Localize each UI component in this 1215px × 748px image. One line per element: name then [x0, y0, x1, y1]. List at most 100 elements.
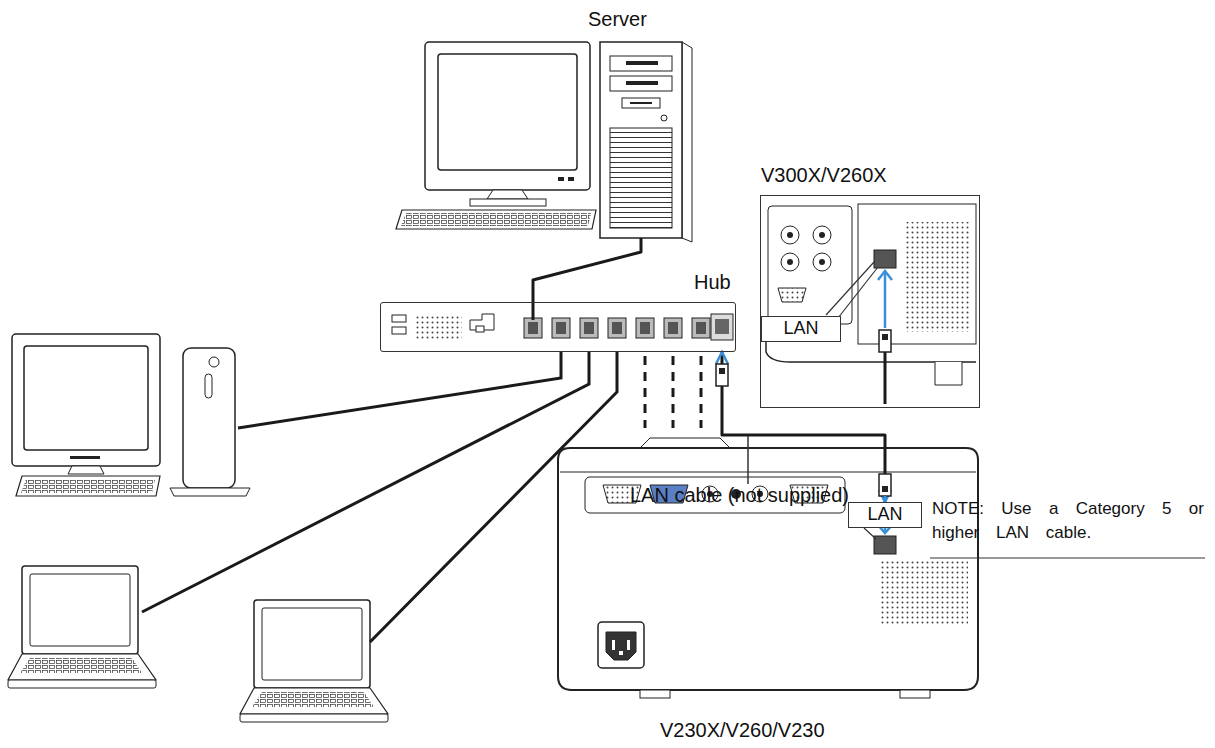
- projector-rear: [864, 528, 876, 539]
- lan-plug: [882, 486, 888, 492]
- desktop-pc: [68, 466, 104, 474]
- projector-rear-closeup: [781, 226, 799, 244]
- hub-port: [636, 318, 654, 338]
- server-tower: [626, 81, 658, 85]
- laptop: [262, 608, 362, 680]
- projector-rear-closeup: [826, 262, 874, 315]
- server-monitor: [401, 213, 591, 226]
- device-label: Server: [588, 6, 647, 32]
- hub-panel: [392, 315, 406, 322]
- hub-port: [556, 322, 566, 334]
- hub-port: [612, 322, 622, 334]
- hub-port: [664, 318, 682, 338]
- desktop-pc: [209, 357, 219, 367]
- ethernet-cable: [238, 340, 561, 428]
- server-monitor: [438, 54, 577, 170]
- ethernet-cable: [142, 340, 589, 612]
- note-rule: [930, 558, 1205, 559]
- hub-port: [668, 322, 678, 334]
- hub-panel: [476, 326, 484, 332]
- lan-plug-closeup: [878, 271, 892, 404]
- port-callout: LAN: [761, 316, 841, 342]
- network-cable: [722, 352, 885, 502]
- server-monitor: [568, 177, 574, 181]
- desktop-pc: [70, 456, 100, 459]
- laptop: [252, 692, 374, 707]
- lan-plug: [716, 364, 728, 386]
- projector-rear-closeup: [819, 232, 825, 238]
- laptop: [8, 566, 156, 688]
- projector-rear: [560, 472, 976, 473]
- server-monitor: [396, 42, 596, 229]
- projector-rear-closeup: [766, 330, 976, 362]
- hub-panel: [380, 302, 736, 352]
- hub-box: Hub: [380, 302, 736, 352]
- server-node: Server: [598, 40, 684, 238]
- projector-rear: [752, 486, 768, 502]
- projector-rear: [707, 491, 713, 497]
- hub-port: [552, 318, 570, 338]
- projector-rear: [757, 491, 763, 497]
- server-tower: [630, 102, 652, 104]
- projector-rear-closeup: [787, 232, 793, 238]
- port-callout: LAN: [848, 502, 922, 528]
- projector-rear-closeup: [813, 226, 831, 244]
- projector-rear: [874, 536, 896, 554]
- projector-rear-closeup: [813, 253, 831, 271]
- leader-line: [748, 436, 749, 484]
- server-tower: [610, 76, 672, 91]
- connector-group: [533, 238, 885, 502]
- projector-rear-closeup: [766, 204, 976, 385]
- projector-rear: [640, 690, 670, 698]
- ethernet-cable: [700, 340, 703, 428]
- projector-rear-closeup: [787, 259, 793, 265]
- ethernet-cable: [672, 340, 675, 428]
- laptop: [254, 600, 370, 688]
- projector-rear: [880, 560, 968, 624]
- server-tower: [610, 56, 672, 71]
- projector-rear-closeup: [874, 250, 896, 268]
- hub-port: [580, 318, 598, 338]
- projector-rear-closeup: [858, 204, 976, 344]
- laptop: [240, 688, 388, 714]
- server-tower: [626, 61, 658, 65]
- server-tower: [661, 115, 667, 121]
- projector-rear: [585, 477, 845, 513]
- projector-rear: [627, 640, 630, 650]
- lan-plug: [879, 474, 891, 496]
- projector-rear: [603, 485, 641, 503]
- cable-label: LAN cable (not supplied): [630, 484, 849, 507]
- laptop: [8, 654, 156, 680]
- server-tower: [600, 42, 682, 238]
- hub-panel: [392, 327, 406, 334]
- projector-rear-closeup: [819, 259, 825, 265]
- desktop-pc: [16, 476, 160, 496]
- desktop-pc: [205, 374, 212, 398]
- projector-rear-closeup: [935, 362, 962, 385]
- desktop-pc: [12, 334, 160, 466]
- lan-plug-closeup: [884, 352, 887, 404]
- device-label: V300X/V260X: [761, 162, 887, 188]
- lan-plug-closeup: [882, 334, 888, 340]
- projector-rear-closeup: [778, 288, 806, 302]
- lan-plug: [719, 368, 725, 374]
- note-rule: [930, 558, 1205, 559]
- laptop: [22, 566, 138, 654]
- hub-port: [584, 322, 594, 334]
- projector-rear: [640, 438, 730, 448]
- hub-port: [640, 322, 650, 334]
- lan-plug-closeup: [884, 272, 887, 328]
- server-monitor: [470, 199, 546, 206]
- network-cable: [533, 238, 641, 302]
- hub-port: [528, 322, 538, 334]
- desktop-pc: [183, 348, 235, 488]
- server-monitor: [558, 177, 564, 181]
- projector-rear: [702, 486, 718, 502]
- lan-plug: [878, 525, 892, 533]
- device-label: V230X/V260/V230: [660, 717, 825, 743]
- server-tower: [610, 128, 672, 228]
